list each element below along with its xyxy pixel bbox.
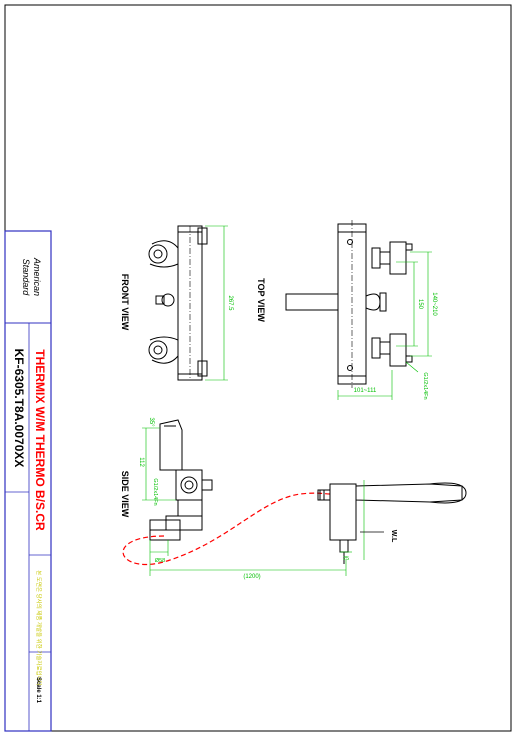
side-view-dims <box>142 427 365 576</box>
top-view-dims <box>337 251 432 400</box>
sheet-border <box>4 4 512 732</box>
brand-logo: American <box>32 257 42 296</box>
front-view-label: FRONT VIEW <box>120 274 130 331</box>
title-block: American Standard THERMIX W/M THERMO B/S… <box>4 230 52 732</box>
technical-note: 본 도면은 당사의 제품 개발을 위한 기술자료입니다 <box>35 570 43 685</box>
top-inlet-dim: G1/2x14Fn <box>422 372 428 399</box>
top-view-label: TOP VIEW <box>256 278 266 322</box>
holder-width-dim: Ø58 <box>155 558 165 564</box>
hose-length-dim: (1200) <box>243 574 260 580</box>
top-depth-dim: 101~111 <box>354 388 377 394</box>
product-name: THERMIX W/M THERMO B/S.CR <box>33 349 47 531</box>
model-code: KF-6305.T8A.0070XX <box>12 349 26 468</box>
shower-holder <box>317 482 467 564</box>
bar-width-dim: 25 <box>343 556 349 562</box>
side-outlet-dim: G1/2x14Fn <box>152 478 158 505</box>
side-view <box>149 419 213 541</box>
brand-logo-line2: Standard <box>21 259 31 297</box>
side-height-dim: 112 <box>138 457 144 467</box>
top-center-dim: 150 <box>417 299 423 310</box>
front-height-dim: 267.5 <box>227 295 233 311</box>
hose-curve <box>122 492 331 566</box>
side-angle-dim: 35° <box>148 417 154 427</box>
top-pitch-dim: 140~210 <box>431 292 437 316</box>
top-view <box>285 220 413 388</box>
wall-line-label: W.L <box>390 530 397 543</box>
scale-label: Scale 1:1 <box>35 677 41 704</box>
front-view <box>148 225 228 381</box>
side-view-label: SIDE VIEW <box>120 471 130 518</box>
